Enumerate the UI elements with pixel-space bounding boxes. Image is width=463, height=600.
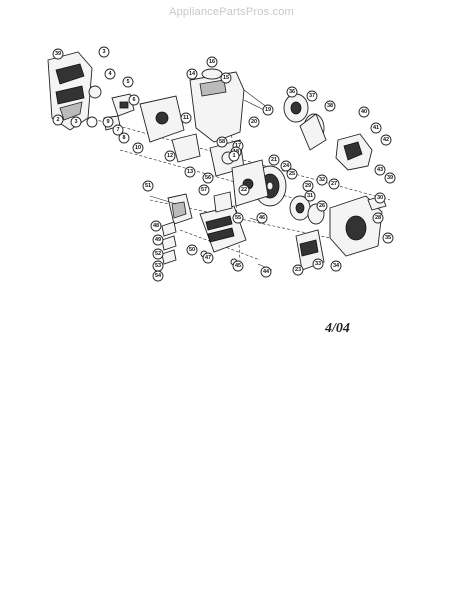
svg-text:49: 49 bbox=[155, 237, 161, 243]
svg-text:40: 40 bbox=[361, 109, 367, 115]
svg-text:19: 19 bbox=[265, 107, 271, 113]
svg-text:21: 21 bbox=[271, 157, 277, 163]
handle-housing bbox=[47, 51, 93, 131]
starter-assembly bbox=[289, 195, 325, 225]
svg-text:2: 2 bbox=[56, 117, 59, 123]
air-filter bbox=[167, 193, 193, 225]
svg-text:6: 6 bbox=[132, 97, 135, 103]
svg-text:23: 23 bbox=[295, 267, 301, 273]
svg-text:25: 25 bbox=[289, 171, 295, 177]
svg-text:27: 27 bbox=[331, 181, 337, 187]
svg-text:57: 57 bbox=[201, 187, 207, 193]
svg-text:46: 46 bbox=[259, 215, 265, 221]
svg-text:29: 29 bbox=[305, 183, 311, 189]
svg-text:41: 41 bbox=[373, 125, 379, 131]
svg-text:50: 50 bbox=[189, 247, 195, 253]
svg-text:14: 14 bbox=[189, 71, 196, 77]
fan-cover bbox=[335, 133, 373, 171]
svg-text:37: 37 bbox=[309, 93, 315, 99]
svg-text:7: 7 bbox=[116, 127, 119, 133]
recoil-housing bbox=[329, 195, 387, 257]
svg-text:48: 48 bbox=[153, 223, 159, 229]
svg-text:22: 22 bbox=[241, 187, 247, 193]
svg-text:9: 9 bbox=[106, 119, 109, 125]
svg-text:10: 10 bbox=[135, 145, 141, 151]
svg-text:5: 5 bbox=[126, 79, 129, 85]
svg-text:30: 30 bbox=[377, 195, 383, 201]
svg-text:31: 31 bbox=[307, 193, 313, 199]
svg-text:52: 52 bbox=[155, 251, 161, 257]
svg-text:44: 44 bbox=[263, 269, 270, 275]
svg-text:34: 34 bbox=[333, 263, 340, 269]
svg-text:26: 26 bbox=[319, 203, 325, 209]
svg-text:47: 47 bbox=[205, 255, 211, 261]
svg-text:36: 36 bbox=[289, 89, 295, 95]
svg-text:54: 54 bbox=[155, 273, 162, 279]
svg-text:4: 4 bbox=[108, 71, 112, 77]
svg-text:24: 24 bbox=[283, 163, 290, 169]
svg-text:32: 32 bbox=[319, 177, 325, 183]
svg-text:51: 51 bbox=[145, 183, 151, 189]
svg-text:12: 12 bbox=[167, 153, 173, 159]
svg-text:35: 35 bbox=[385, 235, 391, 241]
date-code: 4/04 bbox=[325, 321, 350, 336]
svg-text:17: 17 bbox=[235, 143, 241, 149]
svg-text:43: 43 bbox=[377, 167, 383, 173]
svg-text:8: 8 bbox=[122, 135, 125, 141]
svg-text:53: 53 bbox=[155, 263, 161, 269]
svg-text:11: 11 bbox=[183, 115, 189, 121]
svg-text:39: 39 bbox=[387, 175, 393, 181]
svg-text:20: 20 bbox=[251, 119, 257, 125]
svg-text:1: 1 bbox=[232, 153, 235, 159]
watermark: AppliancePartsPros.com bbox=[169, 6, 294, 18]
svg-text:16: 16 bbox=[209, 59, 215, 65]
clutch-drum bbox=[283, 93, 327, 151]
svg-text:55: 55 bbox=[235, 215, 241, 221]
svg-text:3: 3 bbox=[74, 119, 77, 125]
svg-text:39: 39 bbox=[55, 51, 61, 57]
svg-text:3: 3 bbox=[102, 49, 105, 55]
svg-text:38: 38 bbox=[327, 103, 333, 109]
callout-labels: 39 3 4 5 6 7 8 9 10 11 12 13 14 15 16 17… bbox=[52, 46, 396, 282]
svg-text:58: 58 bbox=[219, 139, 225, 145]
shaft-housing bbox=[189, 68, 269, 143]
svg-text:28: 28 bbox=[375, 215, 381, 221]
svg-text:13: 13 bbox=[187, 169, 193, 175]
svg-text:15: 15 bbox=[223, 75, 229, 81]
svg-text:42: 42 bbox=[383, 137, 389, 143]
svg-text:33: 33 bbox=[315, 261, 321, 267]
svg-text:56: 56 bbox=[205, 175, 211, 181]
throttle-parts bbox=[88, 85, 185, 143]
svg-text:45: 45 bbox=[235, 263, 241, 269]
